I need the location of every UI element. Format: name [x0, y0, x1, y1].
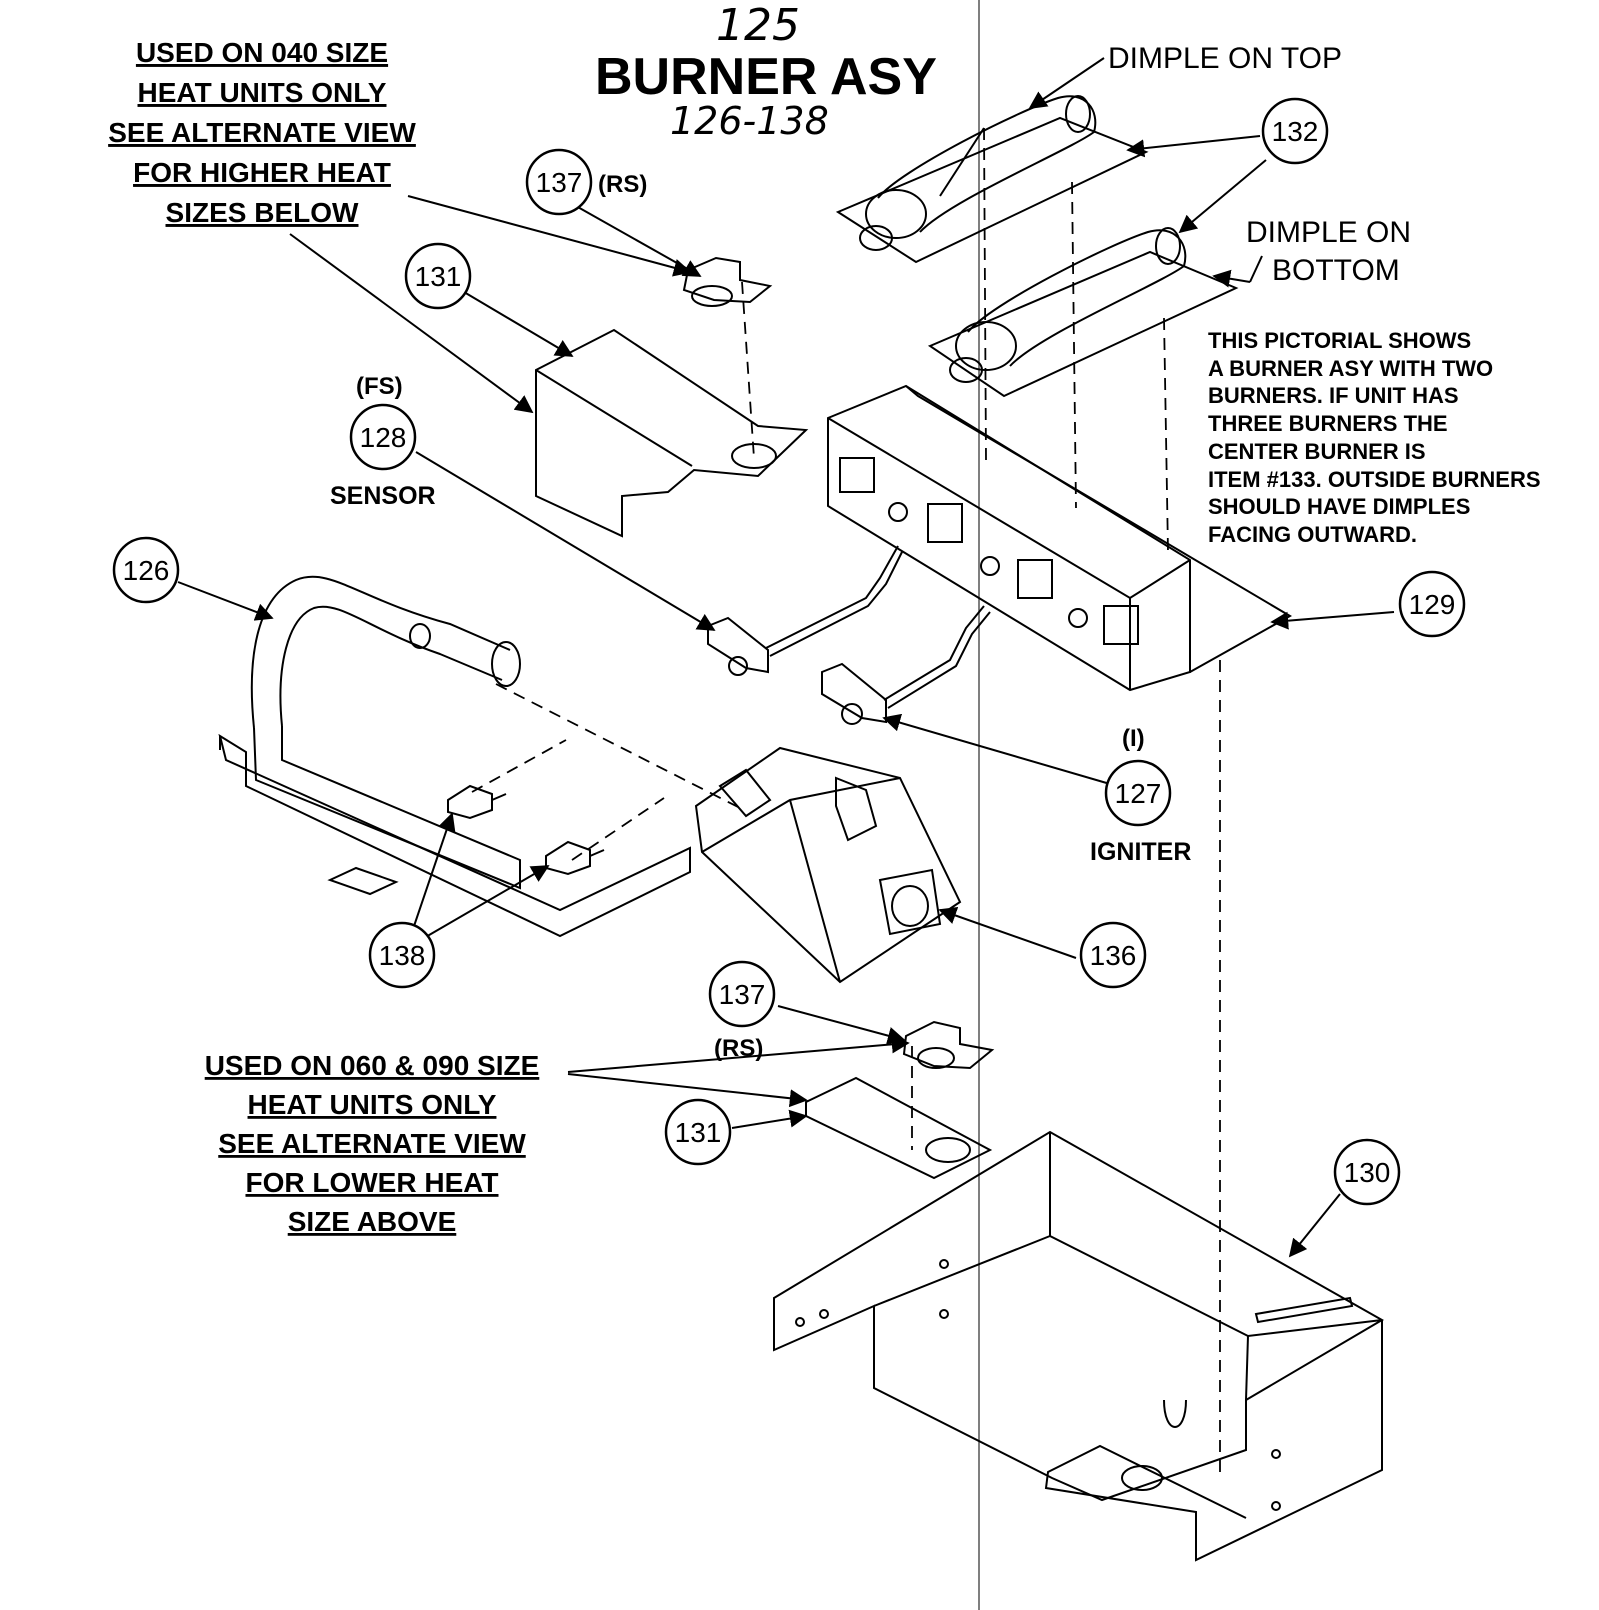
leader-131-top — [463, 291, 574, 357]
leader-dimple-bottom-arrow — [1212, 269, 1251, 288]
callout-129: 129 — [1409, 589, 1456, 620]
callout-132-circle — [1261, 97, 1329, 165]
leader-129 — [1270, 611, 1395, 630]
leader-dimple-top — [1028, 57, 1105, 110]
alignment-dashes — [471, 127, 1221, 1480]
pictorial-line-5: CENTER BURNER IS — [1208, 439, 1426, 464]
heat-shield-bottom — [805, 1076, 993, 1180]
note-060-090-size: USED ON 060 & 090 SIZE HEAT UNITS ONLY S… — [205, 1050, 540, 1237]
pictorial-line-1: THIS PICTORIAL SHOWS — [1208, 328, 1471, 353]
label-sensor: SENSOR — [330, 482, 436, 510]
callout-131-bottom-circle — [664, 1098, 732, 1166]
note-040-line-3: SEE ALTERNATE VIEW — [108, 117, 416, 148]
rollout-switch-top — [682, 256, 773, 307]
leader-138-b — [423, 865, 550, 939]
label-dimple-on-bottom-2: BOTTOM — [1272, 254, 1400, 287]
note-060-line-4: FOR LOWER HEAT — [245, 1167, 498, 1198]
callout-129-circle — [1398, 570, 1466, 638]
note-pictorial: THIS PICTORIAL SHOWS A BURNER ASY WITH T… — [1208, 328, 1541, 547]
leader-dimple-bottom — [1249, 255, 1263, 283]
leader-132-upper — [1126, 135, 1261, 158]
leader-138-a — [411, 812, 456, 933]
handwritten-page-number: 125 — [716, 0, 800, 51]
note-040-line-2: HEAT UNITS ONLY — [138, 77, 387, 108]
leader-note-060-to-137 — [567, 1035, 910, 1073]
callout-126: 126 — [123, 555, 170, 586]
callout-131-top: 131 — [415, 261, 462, 292]
callout-132: 132 — [1272, 116, 1319, 147]
note-040-line-1: USED ON 040 SIZE — [136, 37, 388, 68]
leader-131-bottom — [731, 1109, 808, 1129]
note-060-line-5: SIZE ABOVE — [288, 1206, 457, 1237]
pictorial-line-3: BURNERS. IF UNIT HAS — [1208, 383, 1459, 408]
callout-137-top-circle — [525, 148, 593, 216]
callout-137-bottom-circle — [708, 960, 776, 1028]
label-fs: (FS) — [356, 373, 403, 400]
burner-bracket — [827, 384, 1293, 692]
callout-127-circle — [1104, 759, 1172, 827]
leader-note-040-to-137 — [407, 195, 692, 277]
callout-137-top: 137 — [536, 167, 583, 198]
leader-130 — [1288, 1193, 1341, 1258]
rollout-switch-bottom — [902, 1020, 995, 1070]
note-060-line-2: HEAT UNITS ONLY — [248, 1089, 497, 1120]
callout-131-bottom: 131 — [675, 1117, 722, 1148]
callout-137-bottom: 137 — [719, 979, 766, 1010]
callout-127: 127 — [1115, 778, 1162, 809]
pictorial-line-8: FACING OUTWARD. — [1208, 522, 1417, 547]
note-040-line-5: SIZES BELOW — [166, 197, 359, 228]
callout-136-circle — [1079, 921, 1147, 989]
label-dimple-on-bottom-1: DIMPLE ON — [1246, 216, 1411, 249]
leader-note-060-to-131 — [567, 1073, 808, 1108]
burner-base-pan — [773, 1130, 1385, 1562]
callout-128-circle — [349, 403, 417, 471]
pictorial-line-6: ITEM #133. OUTSIDE BURNERS — [1208, 467, 1541, 492]
gas-valve — [694, 746, 962, 984]
leader-126 — [177, 581, 274, 621]
note-040-size: USED ON 040 SIZE HEAT UNITS ONLY SEE ALT… — [108, 37, 416, 228]
label-rs-bottom: (RS) — [714, 1035, 763, 1062]
gas-manifold — [218, 575, 691, 938]
flame-sensor — [707, 545, 903, 676]
note-040-line-4: FOR HIGHER HEAT — [133, 157, 391, 188]
page-title: BURNER ASY — [595, 48, 937, 106]
pictorial-line-7: SHOULD HAVE DIMPLES — [1208, 494, 1470, 519]
label-dimple-on-top: DIMPLE ON TOP — [1108, 42, 1342, 75]
leader-137-top — [575, 205, 702, 277]
heat-shield-top — [535, 328, 809, 538]
orifice-1 — [447, 784, 507, 820]
note-060-line-3: SEE ALTERNATE VIEW — [218, 1128, 526, 1159]
leader-128 — [415, 451, 716, 631]
leader-132-lower — [1178, 159, 1267, 234]
note-060-line-1: USED ON 060 & 090 SIZE — [205, 1050, 540, 1081]
callout-128: 128 — [360, 422, 407, 453]
leader-137-bottom — [777, 1005, 906, 1045]
upper-burner — [835, 95, 1149, 264]
callout-136: 136 — [1090, 940, 1137, 971]
callout-126-circle — [112, 536, 180, 604]
label-i: (I) — [1122, 725, 1145, 752]
lower-burner — [927, 227, 1239, 398]
callout-138: 138 — [379, 940, 426, 971]
label-rs-top: (RS) — [598, 171, 647, 198]
pictorial-line-4: THREE BURNERS THE — [1208, 411, 1448, 436]
pictorial-line-2: A BURNER ASY WITH TWO — [1208, 356, 1493, 381]
handwritten-range: 126-138 — [670, 99, 829, 143]
leader-136 — [938, 906, 1077, 959]
igniter — [821, 605, 991, 725]
label-igniter: IGNITER — [1090, 838, 1191, 866]
callout-130-circle — [1333, 1138, 1401, 1206]
callout-138-circle — [368, 921, 436, 989]
callout-130: 130 — [1344, 1157, 1391, 1188]
callout-131-top-circle — [404, 242, 472, 310]
leader-note-040-to-131 — [289, 233, 534, 414]
leader-127 — [882, 713, 1111, 785]
